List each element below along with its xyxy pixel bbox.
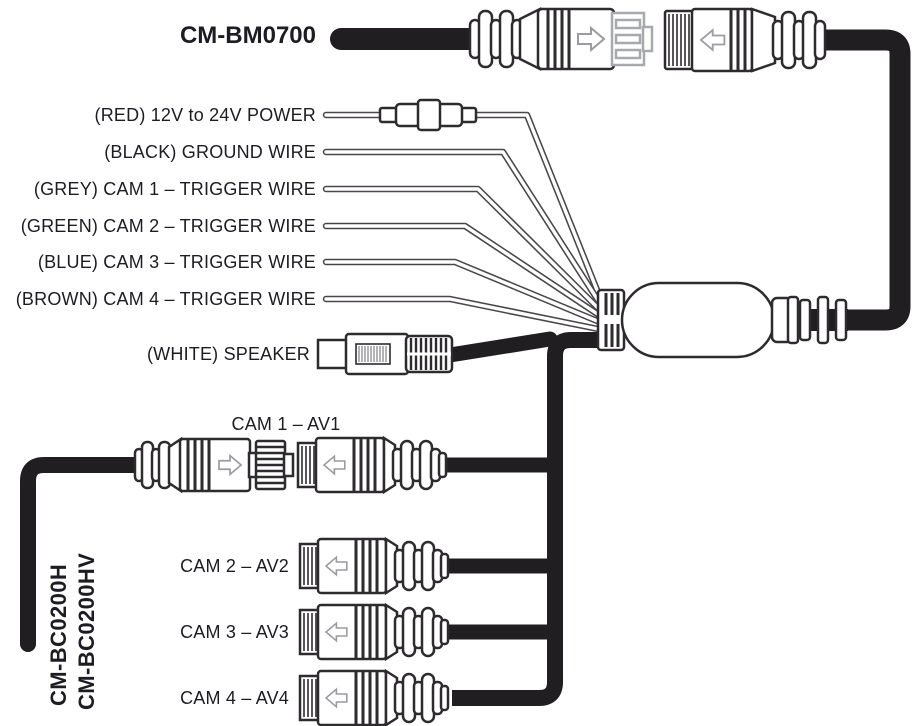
cam4-female-connector (300, 671, 448, 725)
wire-label-trigger3: (BLUE) CAM 3 – TRIGGER WIRE (38, 252, 316, 272)
speaker-label: (WHITE) SPEAKER (147, 344, 310, 364)
cam3-female-connector (300, 605, 448, 659)
speaker-plug (316, 332, 454, 376)
cam2-label: CAM 2 – AV2 (180, 556, 289, 576)
cam2-female-connector (300, 539, 448, 593)
wire-label-trigger4: (BROWN) CAM 4 – TRIGGER WIRE (16, 289, 316, 309)
speaker-cable (442, 331, 558, 363)
junction-collar-gap (600, 315, 622, 324)
trigger-wire-cam1 (322, 185, 605, 315)
harness-cable-right (822, 29, 911, 331)
power-wire (322, 111, 605, 304)
extension-model-label-2: CM-BC0200HV (74, 553, 99, 710)
harness-model-label: CM-BM0700 (180, 22, 316, 49)
cam1-female-connector (298, 438, 446, 492)
monitor-female-connector (665, 9, 825, 71)
trigger-wire-cam2 (322, 222, 606, 321)
cam4-label: CAM 4 – AV4 (180, 688, 289, 708)
extension-cable (20, 457, 148, 652)
cam1-label: CAM 1 – AV1 (232, 414, 341, 434)
wire-label-power: (RED) 12V to 24V POWER (95, 105, 316, 125)
wire-label-ground: (BLACK) GROUND WIRE (104, 142, 316, 162)
fuse-holder (378, 98, 478, 132)
trunk-cable (452, 332, 601, 706)
ground-wire (322, 148, 605, 309)
wire-label-trigger2: (GREEN) CAM 2 – TRIGGER WIRE (21, 216, 316, 236)
trigger-wire-cam4 (322, 295, 607, 334)
trigger-wire-cam3 (322, 258, 606, 327)
cam1-male-connector (135, 439, 293, 491)
cam3-label: CAM 3 – AV3 (180, 622, 289, 642)
wire-label-trigger1: (GREY) CAM 1 – TRIGGER WIRE (34, 179, 316, 199)
extension-model-label-1: CM-BC0200H (46, 564, 71, 706)
monitor-male-connector (470, 9, 652, 69)
junction-box (596, 281, 848, 359)
